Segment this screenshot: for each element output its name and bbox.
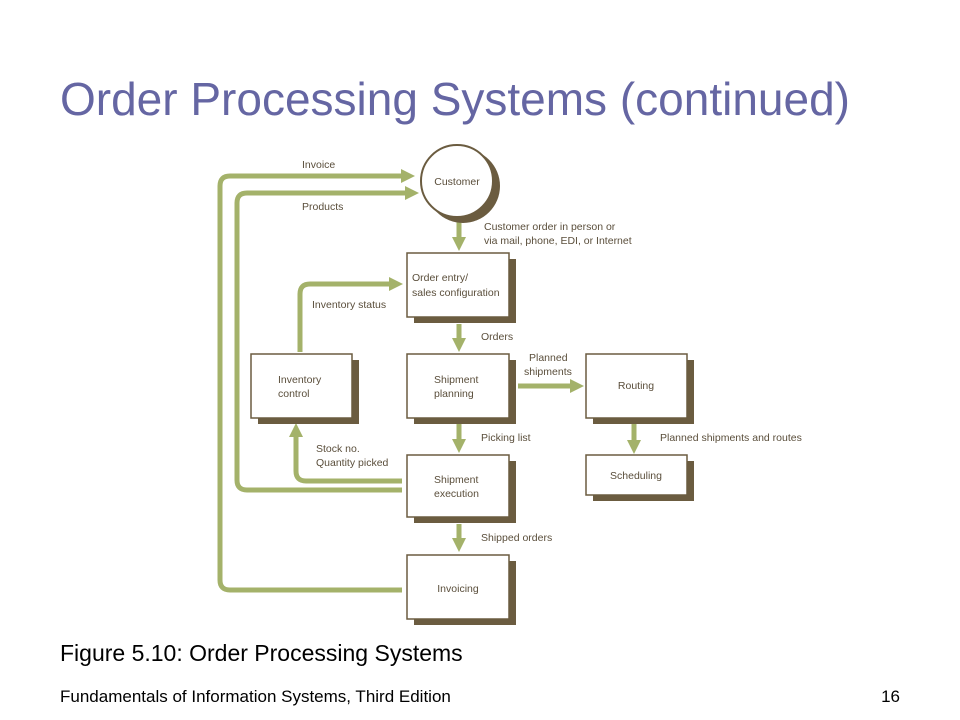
shipment-execution-node: Shipment execution <box>406 454 516 523</box>
customer-node: Customer <box>420 144 500 223</box>
shipped-orders-label: Shipped orders <box>481 532 552 544</box>
invoice-flow-arrow <box>217 169 415 593</box>
shipment-planning-node: Shipment planning <box>406 353 516 424</box>
scheduling-node: Scheduling <box>585 454 694 501</box>
planned-routes-label: Planned shipments and routes <box>660 432 802 444</box>
customer-order-label-2: via mail, phone, EDI, or Internet <box>484 235 632 247</box>
routing-node: Routing <box>585 353 694 424</box>
products-label: Products <box>302 201 343 213</box>
shipment-execution-label-1: Shipment <box>434 474 478 486</box>
order-entry-label-2: sales configuration <box>412 287 500 299</box>
inventory-control-label-2: control <box>278 388 310 400</box>
inventory-status-arrow <box>297 277 403 352</box>
customer-label: Customer <box>434 176 480 188</box>
invoicing-label: Invoicing <box>437 583 479 595</box>
page-number: 16 <box>881 687 900 706</box>
shipment-execution-label-2: execution <box>434 488 479 500</box>
stock-no-label: Stock no. <box>316 443 360 455</box>
shipment-planning-label-2: planning <box>434 388 474 400</box>
scheduling-label: Scheduling <box>610 470 662 482</box>
picking-list-label: Picking list <box>481 432 531 444</box>
footer-book-title: Fundamentals of Information Systems, Thi… <box>60 687 451 706</box>
order-entry-node: Order entry/ sales configuration <box>406 252 516 323</box>
orders-label: Orders <box>481 331 513 343</box>
customer-order-label-1: Customer order in person or <box>484 221 616 233</box>
shipment-planning-label-1: Shipment <box>434 374 478 386</box>
quantity-picked-label: Quantity picked <box>316 457 389 469</box>
routing-label: Routing <box>618 380 654 392</box>
slide-title: Order Processing Systems (continued) <box>60 73 850 125</box>
stock-quantity-arrow <box>289 423 402 484</box>
invoice-label: Invoice <box>302 159 335 171</box>
planned-shipments-label-1: Planned <box>529 352 568 364</box>
invoicing-node: Invoicing <box>406 554 516 625</box>
order-entry-label-1: Order entry/ <box>412 272 468 284</box>
inventory-control-label-1: Inventory <box>278 374 322 386</box>
inventory-control-node: Inventory control <box>250 353 359 424</box>
inventory-status-label: Inventory status <box>312 299 386 311</box>
products-flow-arrow <box>234 186 419 493</box>
figure-caption: Figure 5.10: Order Processing Systems <box>60 640 463 666</box>
planned-shipments-label-2: shipments <box>524 366 572 378</box>
